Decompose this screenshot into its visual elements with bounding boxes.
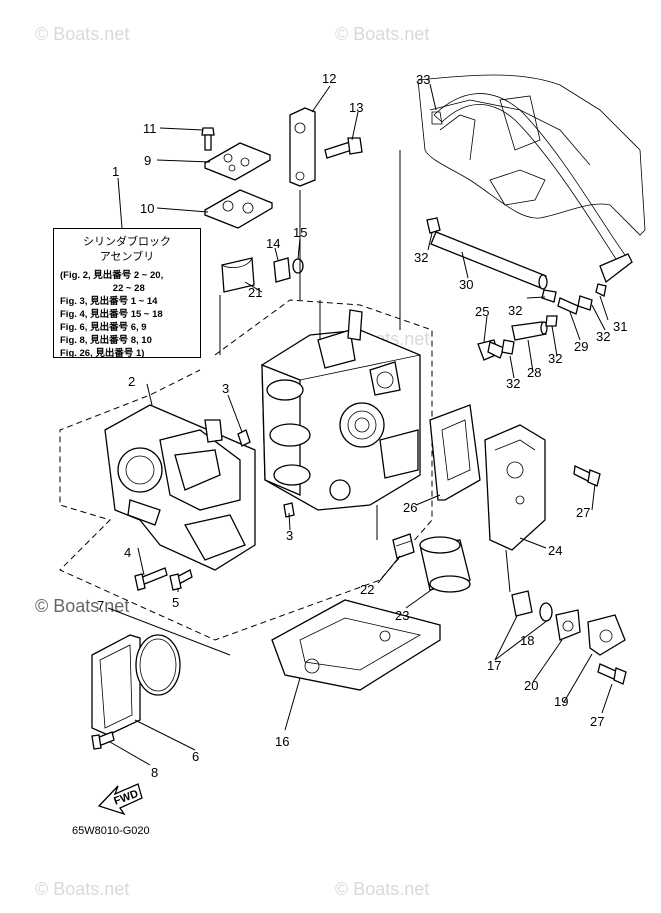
callout-28: 28 [527, 365, 541, 380]
callout-4: 4 [124, 545, 131, 560]
leader-lines [107, 83, 613, 766]
plug-18 [511, 590, 553, 622]
hose-31 [595, 253, 633, 297]
bolt-27-upper [573, 465, 601, 487]
callout-22: 22 [360, 582, 374, 597]
cylinder-block [261, 309, 421, 511]
callout-fig-line: 22 ~ 28 [60, 283, 145, 294]
callout-21: 21 [248, 285, 262, 300]
washer-15 [292, 258, 304, 274]
watermark: © Boats.net [335, 879, 429, 899]
callout-25: 25 [475, 304, 489, 319]
cover-19 [587, 614, 626, 656]
callout-24: 24 [548, 543, 562, 558]
gasket-7 [135, 634, 181, 696]
gasket-20 [555, 609, 581, 641]
part-21 [221, 257, 255, 293]
callout-3: 3 [222, 381, 229, 396]
oil-filter-23 [419, 536, 471, 593]
gasket-26 [429, 404, 481, 501]
hose-28 [511, 315, 558, 341]
assembly-callout-box: シリンダブロック アセンブリ (Fig. 2, 見出番号 2 ~ 20, 22 … [53, 228, 201, 360]
callout-16: 16 [275, 734, 289, 749]
callout-fig-line: Fig. 8, 見出番号 8, 10 [60, 335, 152, 346]
bolt-27-lower [597, 663, 627, 685]
callout-2: 2 [128, 374, 135, 389]
callout-17: 17 [487, 658, 501, 673]
callout-title-line2: アセンブリ [99, 251, 155, 263]
callout-32: 32 [596, 329, 610, 344]
callout-31: 31 [613, 319, 627, 334]
diagram-code: 65W8010-G020 [72, 825, 150, 837]
callout-11: 11 [143, 121, 157, 136]
callout-18: 18 [520, 633, 534, 648]
assembly-boundary [59, 299, 433, 641]
bolt-8 [91, 731, 115, 750]
callout-32: 32 [548, 351, 562, 366]
bracket-12 [289, 107, 316, 187]
callout-numbers: 1 2 3 3 4 5 6 7 8 9 10 11 12 13 14 15 16… [97, 71, 627, 780]
callout-19: 19 [554, 694, 568, 709]
hose-30 [426, 217, 548, 290]
callout-30: 30 [459, 277, 473, 292]
watermark: © Boats.net [35, 879, 129, 899]
watermark: © Boats.net [35, 596, 129, 616]
gasket-16 [271, 599, 441, 691]
callout-5: 5 [172, 595, 179, 610]
plug-14 [273, 257, 291, 283]
callout-title-line1: シリンダブロック [83, 236, 171, 248]
fwd-arrow: FWD [97, 783, 143, 816]
callout-fig-line: Fig. 26, 見出番号 1) [60, 348, 145, 359]
watermark: © Boats.net [35, 24, 129, 44]
cover-24 [484, 424, 546, 551]
hose-33 [431, 93, 626, 263]
callout-23: 23 [395, 608, 409, 623]
callout-32: 32 [508, 303, 522, 318]
callout-33: 33 [416, 72, 430, 87]
callout-13: 13 [349, 100, 363, 115]
callout-9: 9 [144, 153, 151, 168]
callout-14: 14 [266, 236, 280, 251]
bolts-4-5 [134, 567, 193, 591]
callout-15: 15 [293, 225, 307, 240]
bolt-11 [201, 127, 215, 151]
callout-fig-line: Fig. 4, 見出番号 15 ~ 18 [60, 309, 163, 320]
callout-fig-line: (Fig. 2, 見出番号 2 ~ 20, [60, 270, 164, 281]
callout-32: 32 [414, 250, 428, 265]
callout-26: 26 [403, 500, 417, 515]
bottom-cowling-outline [417, 74, 646, 236]
fitting-22 [392, 533, 415, 559]
callout-fig-line: Fig. 3, 見出番号 1 ~ 14 [60, 296, 158, 307]
callout-12: 12 [322, 71, 336, 86]
bolt-13 [324, 137, 363, 159]
callout-fig-list: (Fig. 2, 見出番号 2 ~ 20, 22 ~ 28 Fig. 3, 見出… [54, 269, 200, 360]
gasket-10 [204, 189, 273, 229]
callout-10: 10 [140, 201, 154, 216]
callout-27: 27 [576, 505, 590, 520]
callout-7: 7 [97, 598, 104, 613]
callout-20: 20 [524, 678, 538, 693]
callout-32: 32 [506, 376, 520, 391]
crankcase-2 [104, 404, 256, 571]
watermark: © Boats.net [335, 24, 429, 44]
cover-6 [91, 634, 141, 736]
callout-29: 29 [574, 339, 588, 354]
callout-8: 8 [151, 765, 158, 780]
callout-1: 1 [112, 164, 119, 179]
plate-9 [204, 142, 271, 181]
dowel-pins-3 [237, 429, 295, 518]
joint-29 [541, 289, 593, 315]
callout-3: 3 [286, 528, 293, 543]
tee-25 [477, 339, 515, 361]
callout-fig-line: Fig. 6, 見出番号 6, 9 [60, 322, 147, 333]
callout-27: 27 [590, 714, 604, 729]
callout-6: 6 [192, 749, 199, 764]
